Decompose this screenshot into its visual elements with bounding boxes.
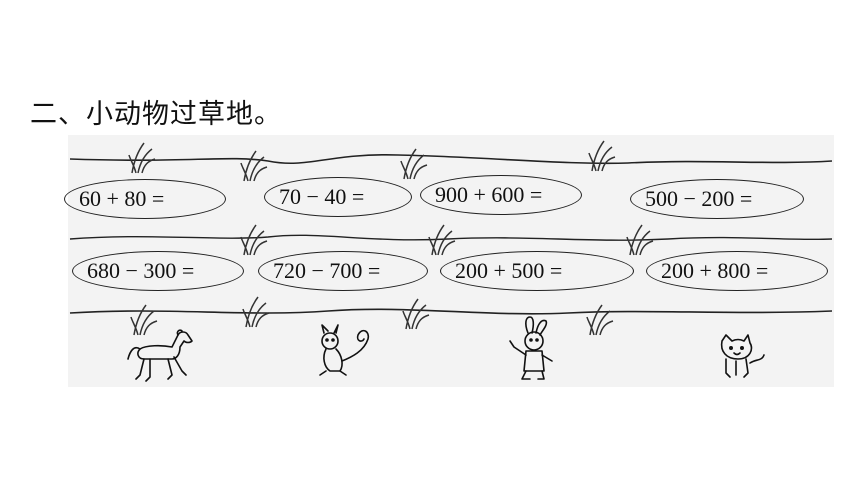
equation-text: 720 − 700 = [273,258,381,283]
squirrel-icon [319,324,370,376]
equation-oval: 60 + 80 = [64,179,226,219]
equation-text: 900 + 600 = [435,182,543,207]
equation-oval: 500 − 200 = [630,179,804,219]
meadow-board: 60 + 80 = 70 − 40 = 900 + 600 = 500 − 20… [64,135,834,387]
grass-icon [588,140,616,172]
grass-icon [428,224,456,256]
equation-oval: 720 − 700 = [258,251,428,291]
horse-icon [127,329,193,382]
grass-icon [242,296,270,328]
grass-icon [400,148,428,180]
grass-icon [402,298,430,330]
grass-icon [586,304,614,336]
equation-text: 70 − 40 = [279,184,365,209]
equation-text: 60 + 80 = [79,186,165,211]
meadow-path-lines [69,154,833,315]
grass-icon [240,150,268,182]
equation-oval: 680 − 300 = [72,251,244,291]
rabbit-icon [509,316,553,380]
grass-icon [626,224,654,256]
equation-oval: 900 + 600 = [420,175,582,215]
equation-text: 680 − 300 = [87,258,195,283]
equation-text: 200 + 500 = [455,258,563,283]
equation-oval: 70 − 40 = [264,177,412,217]
grass-icon [240,224,268,256]
equation-text: 500 − 200 = [645,186,753,211]
grass-icon [128,142,156,174]
equation-oval: 200 + 500 = [440,251,634,291]
kitten-icon [720,334,765,378]
grass-icon [130,304,158,336]
page-title: 二、小动物过草地。 [30,99,282,130]
equation-text: 200 + 800 = [661,258,769,283]
equation-oval: 200 + 800 = [646,251,828,291]
